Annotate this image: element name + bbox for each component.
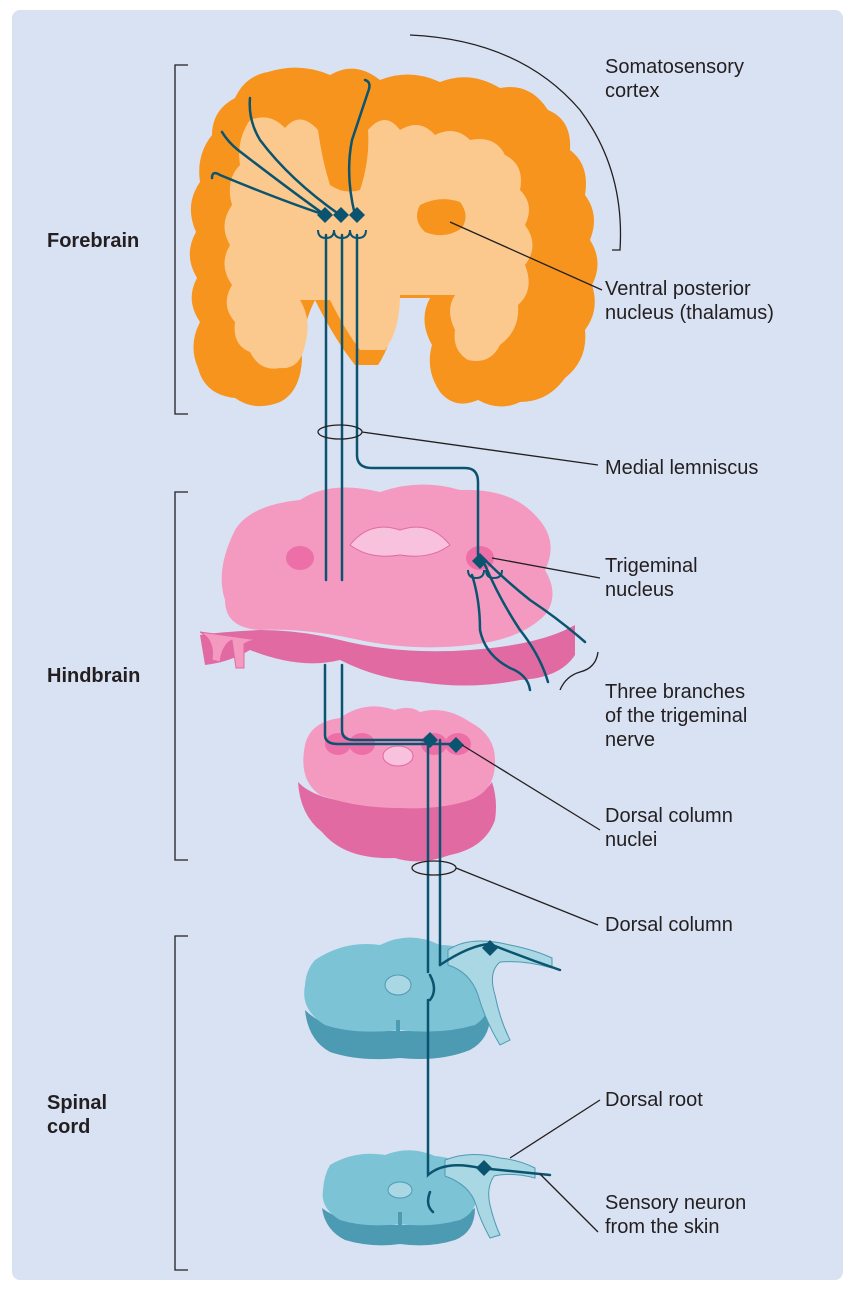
hindbrain-bracket bbox=[175, 492, 188, 860]
label-trigeminal-nucleus: Trigeminal nucleus bbox=[605, 554, 698, 602]
hindbrain-nucleus-left bbox=[286, 546, 314, 570]
label-somatosensory-cortex: Somatosensory cortex bbox=[605, 55, 744, 103]
hindbrain-section bbox=[200, 484, 575, 685]
ventral-posterior-nucleus bbox=[417, 199, 466, 235]
leader-dorsal-column bbox=[456, 868, 598, 925]
spinal-lower-canal bbox=[388, 1182, 412, 1198]
spinal-cord-bracket bbox=[175, 936, 188, 1270]
region-label-spinal-cord: Spinal cord bbox=[47, 1091, 107, 1139]
leader-sensory-neuron bbox=[540, 1174, 598, 1232]
label-dorsal-root: Dorsal root bbox=[605, 1088, 703, 1112]
label-ventral-posterior-nucleus: Ventral posterior nucleus (thalamus) bbox=[605, 277, 774, 325]
forebrain-bracket bbox=[175, 65, 188, 414]
label-sensory-neuron: Sensory neuron from the skin bbox=[605, 1191, 746, 1239]
label-dorsal-column-nuclei: Dorsal column nuclei bbox=[605, 804, 733, 852]
region-label-forebrain: Forebrain bbox=[47, 229, 139, 253]
spinal-upper-canal bbox=[385, 975, 411, 995]
label-medial-lemniscus: Medial lemniscus bbox=[605, 456, 758, 480]
fourth-ventricle bbox=[350, 527, 450, 556]
medulla-central-canal bbox=[383, 746, 413, 766]
label-trigeminal-nerve-branches: Three branches of the trigeminal nerve bbox=[605, 680, 747, 752]
leader-medial-lemniscus bbox=[362, 432, 598, 465]
dorsal-column-ring bbox=[412, 861, 456, 875]
hindbrain-top bbox=[222, 484, 553, 647]
label-dorsal-column: Dorsal column bbox=[605, 913, 733, 937]
region-label-hindbrain: Hindbrain bbox=[47, 664, 140, 688]
medulla-section bbox=[298, 706, 496, 861]
leader-dorsal-root bbox=[510, 1100, 600, 1158]
medial-lemniscus-ring bbox=[318, 425, 362, 439]
